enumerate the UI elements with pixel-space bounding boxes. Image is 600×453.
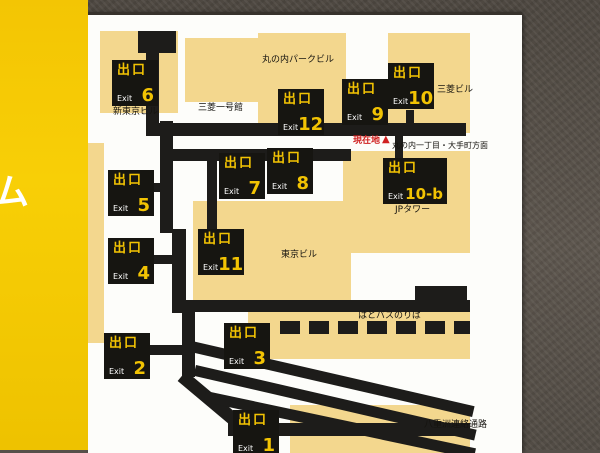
exit-ja-label: 出口 — [224, 156, 255, 171]
road-segment — [406, 110, 414, 125]
station-exit-map: 新東京ビル 三菱一号館 丸の内パークビル 三菱ビル JPタワー 東京ビル はとバ… — [88, 12, 522, 453]
exit-en-label: Exit — [113, 204, 129, 213]
exit-en-label: Exit — [117, 94, 133, 103]
building-hato-bus-area — [248, 309, 470, 359]
label-yaesu: 八重洲連絡通路 — [424, 420, 488, 430]
exit-en-label: Exit — [238, 444, 254, 453]
exit-number: 12 — [298, 113, 324, 135]
sign-left-border: ム — [0, 0, 88, 450]
current-location-triangle-icon: ▲ — [382, 134, 390, 145]
road-segment — [160, 121, 173, 233]
exit-en-label: Exit — [109, 367, 125, 376]
exit-ja-label: 出口 — [283, 92, 314, 107]
exit-ja-label: 出口 — [203, 232, 234, 247]
exit-number: 5 — [137, 194, 150, 216]
exit-en-label: Exit — [272, 182, 288, 191]
exit-ja-label: 出口 — [113, 241, 144, 256]
road-segment — [182, 309, 195, 377]
label-park-bldg: 丸の内パークビル — [262, 55, 335, 65]
exit-en-label: Exit — [347, 113, 363, 122]
current-location-text: 現在地 — [353, 136, 381, 146]
exit-badge-6: 出口 Exit 6 — [112, 60, 158, 106]
exit-en-label: Exit — [203, 263, 219, 272]
exit-number: 10-b — [405, 185, 443, 204]
exit-ja-label: 出口 — [229, 326, 260, 341]
bus-stop-marks — [280, 321, 470, 334]
exit-badge-1: 出口 Exit 1 — [233, 410, 279, 453]
exit-number: 9 — [371, 103, 384, 125]
current-location-marker: 現在地 ▲ — [353, 134, 390, 148]
road-segment — [228, 423, 470, 436]
exit-number: 6 — [141, 84, 154, 106]
exit-en-label: Exit — [113, 272, 129, 281]
label-hato-bus: はとバスのりば — [358, 311, 422, 321]
exit-number: 4 — [137, 262, 150, 284]
road-segment — [152, 255, 174, 264]
building-left-strip — [88, 143, 104, 343]
exit-badge-4: 出口 Exit 4 — [108, 238, 154, 284]
exit-number: 8 — [296, 172, 309, 194]
label-jp-tower: JPタワー — [395, 205, 431, 215]
label-shin-tokyo: 新東京ビル — [113, 107, 159, 117]
exit-number: 1 — [262, 434, 275, 453]
label-ichigokan: 三菱一号館 — [198, 103, 244, 113]
building-ichigokan — [185, 38, 258, 102]
exit-number: 10 — [408, 87, 434, 109]
exit-number: 2 — [133, 357, 146, 379]
exit-ja-label: 出口 — [347, 82, 378, 97]
road-segment — [395, 135, 403, 160]
exit-ja-label: 出口 — [113, 173, 144, 188]
exit-en-label: Exit — [224, 187, 240, 196]
road-segment — [148, 183, 162, 192]
road-segment — [173, 300, 470, 312]
road-segment — [207, 161, 217, 231]
label-mitsubishi-bldg: 三菱ビル — [437, 85, 474, 95]
exit-ja-label: 出口 — [109, 336, 140, 351]
exit-badge-5: 出口 Exit 5 — [108, 170, 154, 216]
exit-badge-9: 出口 Exit 9 — [342, 79, 388, 125]
exit-ja-label: 出口 — [272, 151, 303, 166]
side-character: ム — [0, 172, 30, 213]
exit-number: 11 — [218, 253, 244, 275]
exit-number: 3 — [253, 347, 266, 369]
exit-badge-7: 出口 Exit 7 — [219, 153, 265, 199]
exit-badge-8: 出口 Exit 8 — [267, 148, 313, 194]
exit-ja-label: 出口 — [238, 413, 269, 428]
road-segment — [146, 345, 186, 355]
exit-badge-3: 出口 Exit 3 — [224, 323, 270, 369]
exit-en-label: Exit — [229, 357, 245, 366]
exit-en-label: Exit — [283, 123, 299, 132]
label-direction: 丸の内一丁目・大手町方面 — [392, 141, 488, 150]
exit-number: 7 — [248, 177, 261, 199]
exit-en-label: Exit — [388, 192, 404, 201]
label-tokyo-bldg: 東京ビル — [281, 250, 318, 260]
road-segment — [172, 229, 186, 313]
exit-ja-label: 出口 — [388, 161, 419, 176]
exit-ja-label: 出口 — [393, 66, 424, 81]
exit-en-label: Exit — [393, 97, 409, 106]
exit-ja-label: 出口 — [117, 63, 148, 78]
exit-badge-2: 出口 Exit 2 — [104, 333, 150, 379]
